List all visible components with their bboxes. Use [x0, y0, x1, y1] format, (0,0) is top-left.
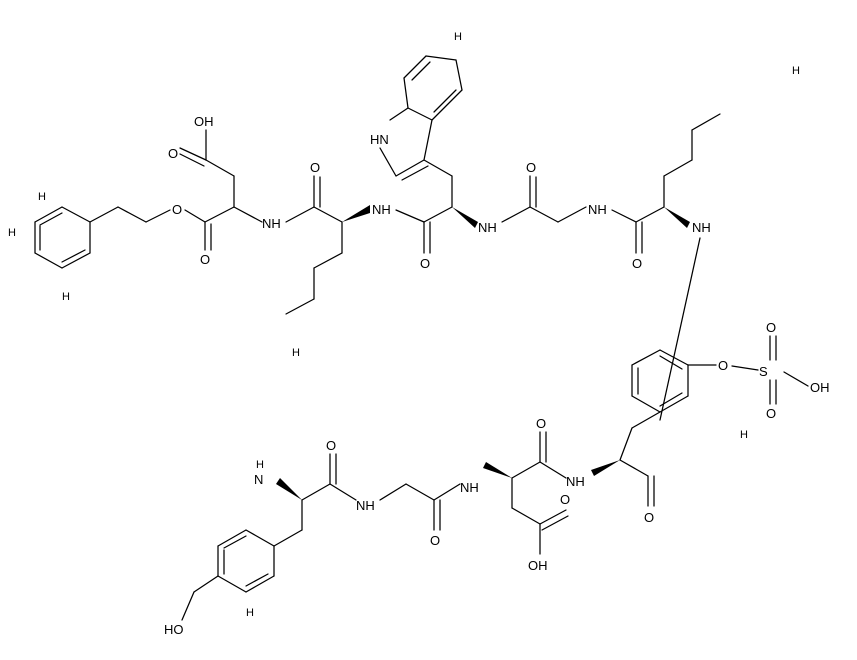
asp2-side-o: O	[560, 492, 570, 507]
wedge-asp2	[483, 462, 512, 478]
wedge-tyr	[276, 478, 302, 500]
trp-carbonyl-o: O	[420, 256, 430, 271]
bond-ch2-ch2	[117, 206, 147, 223]
asp-carbonyl-o: O	[168, 146, 178, 161]
indole-nh: HN	[370, 132, 389, 147]
bond-ch2-o	[145, 209, 171, 223]
h-atom-3: H	[62, 291, 70, 303]
bond-ester-calpha	[204, 206, 235, 223]
styr-carbonyl-o: O	[644, 510, 654, 525]
styr-nh: NH	[566, 474, 585, 489]
tyr-carbonyl-o: O	[326, 438, 336, 453]
tyr-oh: HO	[164, 622, 184, 637]
bond-ph-ch2	[89, 206, 119, 223]
indole-ring	[379, 55, 463, 181]
ester-o-label: O	[172, 202, 182, 217]
sulfate-o-top: O	[766, 320, 776, 335]
gly1-nh: NH	[588, 202, 607, 217]
nle1-nh: NH	[372, 202, 391, 217]
gly1-carbonyl-o: O	[526, 160, 536, 175]
ester-carbonyl-o: O	[200, 252, 210, 267]
long-bond-nh	[659, 237, 701, 421]
h-atom-6: H	[292, 347, 300, 359]
asp2-oh: OH	[528, 558, 548, 573]
tyr-nh2-h: H	[256, 459, 264, 471]
asp2-carbonyl-o: O	[536, 416, 546, 431]
trp-nh: NH	[478, 220, 497, 235]
bond-asp-cg	[205, 159, 235, 177]
wedge-trp	[452, 207, 478, 228]
sulfate-oh: OH	[810, 380, 830, 395]
asp-nh: NH	[262, 216, 281, 231]
asp-oh: OH	[194, 114, 214, 129]
tyrosine-phenol-ring	[217, 529, 275, 593]
nle1-carbonyl-o: O	[310, 160, 320, 175]
sulfate-o-bottom: O	[766, 406, 776, 421]
bond-asp-n	[233, 206, 263, 223]
gly2-carbonyl-o: O	[430, 533, 440, 548]
wedge-styr	[591, 460, 620, 476]
h-atom-8: H	[246, 607, 254, 619]
bond-o-c	[184, 209, 206, 223]
nle2-carbonyl-o: O	[632, 256, 642, 271]
nle2-nh: NH	[692, 220, 711, 235]
phenyl-ring-left	[34, 206, 91, 269]
wedge-nle1	[342, 205, 370, 222]
h-atom-5: H	[792, 65, 800, 77]
h-atom-7: H	[740, 429, 748, 441]
sulfotyrosine-ring	[631, 349, 689, 413]
h-atom-1: H	[38, 191, 46, 203]
sulfur-label: S	[759, 364, 768, 379]
asp2-nh: NH	[460, 480, 479, 495]
h-atom-4: H	[454, 31, 462, 43]
h-atom-2: H	[8, 227, 16, 239]
wedge-nle2	[664, 207, 690, 228]
gly2-nh: NH	[356, 498, 375, 513]
tyr-nh2-n: N	[254, 472, 263, 487]
sulfate-o-label: O	[718, 358, 728, 373]
